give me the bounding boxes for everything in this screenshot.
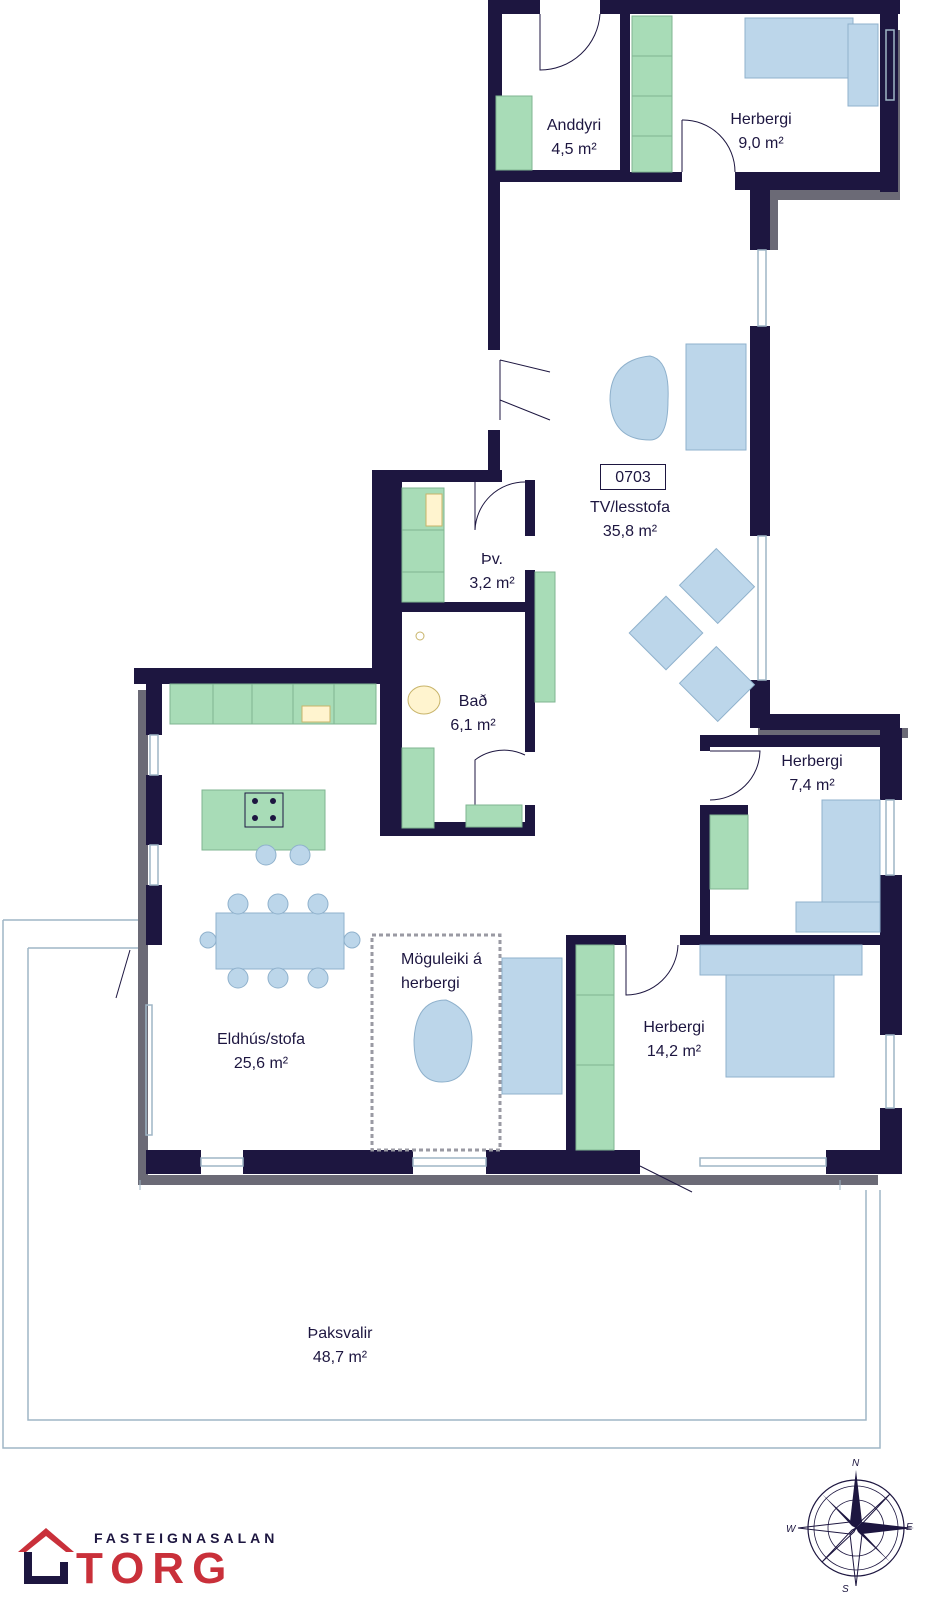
room-label-bedroom-se: Herbergi 14,2 m² bbox=[643, 1016, 704, 1064]
sink-icon bbox=[301, 705, 331, 723]
room-name: Þaksvalir bbox=[307, 1325, 373, 1342]
optional-room-outline bbox=[370, 933, 502, 1152]
room-label-kitchen: Eldhús/stofa 25,6 m² bbox=[217, 1028, 305, 1076]
washbasin-icon bbox=[425, 493, 443, 527]
room-label-bedroom-e: Herbergi 7,4 m² bbox=[781, 750, 842, 798]
room-area: 7,4 m² bbox=[789, 777, 835, 794]
room-area: 6,1 m² bbox=[450, 717, 496, 734]
room-name: Herbergi bbox=[643, 1019, 705, 1036]
room-name-line2: herbergi bbox=[401, 975, 460, 992]
room-area: 3,2 m² bbox=[469, 575, 515, 592]
room-area: 9,0 m² bbox=[738, 135, 784, 152]
compass-west: W bbox=[786, 1524, 796, 1535]
room-name: Eldhús/stofa bbox=[216, 1031, 306, 1048]
room-label-optional: Möguleiki á herbergi bbox=[401, 948, 482, 996]
toilet-icon bbox=[407, 685, 441, 715]
walls bbox=[134, 0, 902, 1174]
terrace-ticks bbox=[139, 1180, 841, 1190]
room-area: 14,2 m² bbox=[646, 1043, 702, 1060]
compass-south: S bbox=[842, 1584, 849, 1595]
room-name-line1: Möguleiki á bbox=[401, 951, 482, 968]
room-label-terrace: Þaksvalir 48,7 m² bbox=[308, 1322, 373, 1370]
room-name: TV/lesstofa bbox=[589, 499, 671, 516]
room-area: 4,5 m² bbox=[551, 141, 597, 158]
compass-north: N bbox=[852, 1458, 860, 1469]
room-name: Herbergi bbox=[730, 111, 792, 128]
shower-icon bbox=[415, 631, 425, 641]
kitchen-dividers bbox=[212, 684, 614, 1066]
compass-east: E bbox=[906, 1522, 913, 1533]
furniture bbox=[199, 17, 881, 1095]
room-label-entry: Anddyri 4,5 m² bbox=[547, 114, 601, 162]
room-name: Þv. bbox=[481, 551, 503, 568]
room-area: 25,6 m² bbox=[233, 1055, 289, 1072]
compass-rose: N E S W bbox=[786, 1458, 922, 1595]
logo-brand: TORG bbox=[76, 1544, 235, 1593]
room-area: 48,7 m² bbox=[312, 1349, 368, 1366]
room-name: Bað bbox=[458, 693, 488, 710]
compass-icon bbox=[797, 1470, 914, 1587]
room-label-bedroom-ne: Herbergi 9,0 m² bbox=[730, 108, 791, 156]
room-label-laundry: Þv. 3,2 m² bbox=[469, 548, 514, 596]
room-label-living: TV/lesstofa 35,8 m² bbox=[590, 496, 670, 544]
company-logo: FASTEIGNASALAN TORG bbox=[14, 1522, 284, 1592]
cooktop-icon bbox=[244, 792, 284, 828]
house-logo-icon bbox=[18, 1528, 74, 1584]
windows bbox=[145, 29, 895, 1167]
unit-number: 0703 bbox=[600, 464, 666, 490]
room-area: 35,8 m² bbox=[602, 523, 658, 540]
room-name: Herbergi bbox=[781, 753, 843, 770]
logo-tagline: FASTEIGNASALAN bbox=[94, 1530, 279, 1546]
room-name: Anddyri bbox=[546, 117, 602, 134]
terrace-outline bbox=[2, 919, 881, 1449]
room-label-bath: Bað 6,1 m² bbox=[450, 690, 495, 738]
door-swings bbox=[115, 13, 761, 1193]
